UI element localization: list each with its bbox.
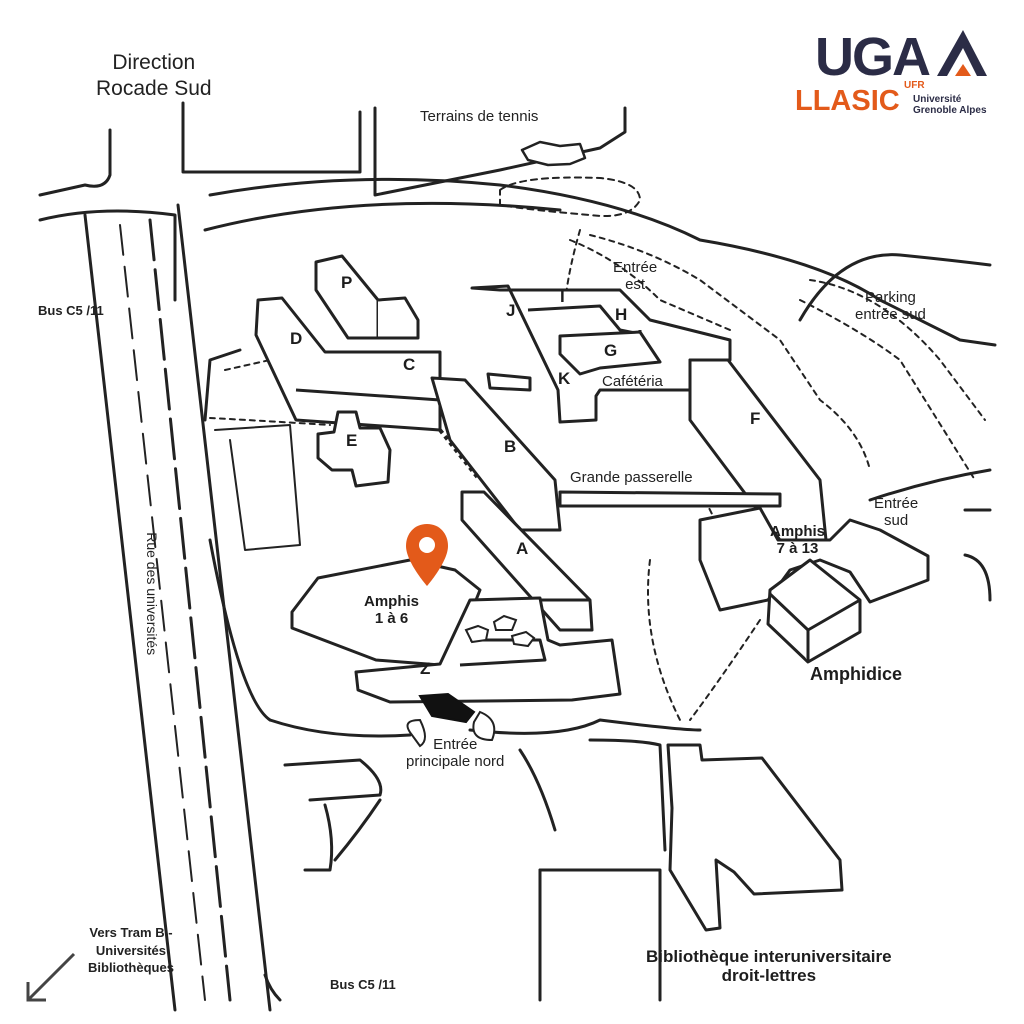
building-c-label: C — [403, 355, 416, 374]
tennis-label: Terrains de tennis — [420, 108, 539, 125]
location-pin-icon[interactable] — [403, 522, 451, 588]
uga-llasic-logo: UGA UFR LLASIC Université Grenoble Alpes — [795, 27, 1005, 118]
logo-university-line1: Université — [913, 94, 962, 105]
road-rocade-right — [181, 101, 362, 174]
building-e-label: E — [346, 431, 358, 450]
building-j-label: J — [506, 301, 516, 320]
road-rocade-left — [38, 128, 112, 197]
logo-ufr-text: UFR — [904, 80, 925, 91]
building-f-label: F — [750, 409, 761, 428]
passerelle-label: Grande passerelle — [570, 469, 693, 486]
amphidice-label: Amphidice — [810, 664, 903, 684]
building-g-label: G — [604, 341, 618, 360]
entree-nord-label: Entrée principale nord — [406, 736, 505, 770]
rue-label: Rue des universités — [144, 532, 161, 656]
building-d-label: D — [290, 329, 303, 348]
tram-label: Vers Tram B - Universités Bibliothèques — [88, 925, 174, 976]
logo-university-line2: Grenoble Alpes — [913, 105, 987, 116]
building-i-label: I — [560, 287, 565, 306]
parking-label: Parking entrée sud — [855, 289, 926, 323]
entree-sud-label: Entrée sud — [874, 495, 919, 529]
building-a-label: A — [516, 539, 529, 558]
amphis-7-13-label: Amphis 7 à 13 — [770, 523, 826, 557]
cafeteria-label: Cafétéria — [602, 373, 663, 390]
bus-stop-bottom-label: Bus C5 /11 — [330, 977, 396, 992]
building-h-label: H — [615, 305, 628, 324]
logo-llasic-text: LLASIC — [795, 85, 900, 117]
building-b-label: B — [504, 437, 517, 456]
logo-uga-text: UGA — [815, 27, 931, 87]
building-z-label: Z — [420, 659, 431, 678]
bibliotheque-label: Bibliothèque interuniversitaire droit-le… — [646, 947, 892, 985]
building-p-label: P — [341, 273, 353, 292]
arrow-down-left-icon — [26, 952, 76, 1002]
main-entrance-block — [418, 692, 476, 724]
direction-rocade-label: Direction Rocade Sud — [96, 51, 212, 101]
entree-est-label: Entrée est — [613, 259, 658, 293]
logo-drawing — [937, 30, 987, 76]
amphis-1-6-label: Amphis 1 à 6 — [364, 593, 420, 627]
building-k-label: K — [558, 369, 571, 388]
bus-stop-top-label: Bus C5 /11 — [38, 303, 104, 318]
